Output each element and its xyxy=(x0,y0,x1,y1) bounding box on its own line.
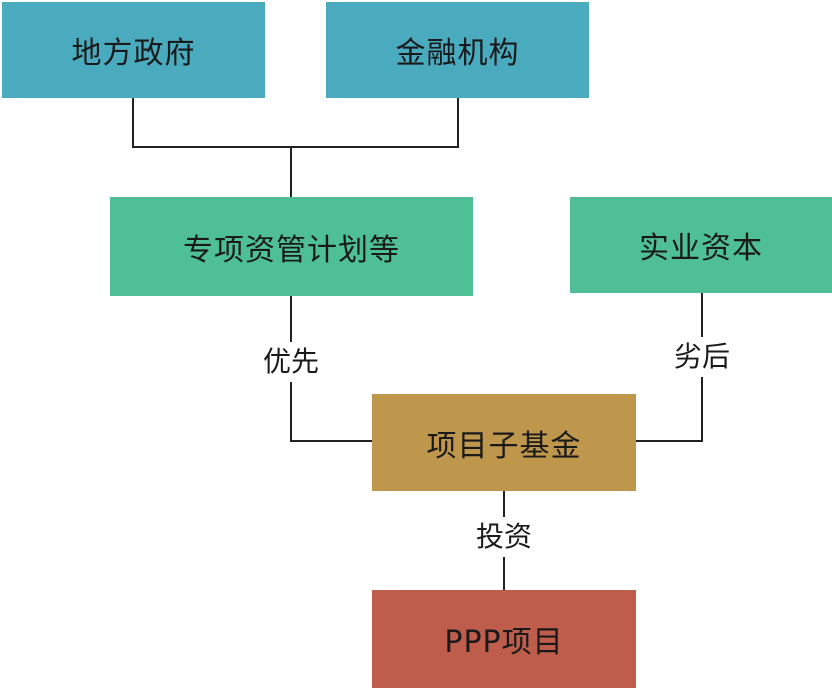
edge-label-subordinate: 劣后 xyxy=(665,337,739,377)
node-label: 项目子基金 xyxy=(426,428,582,464)
node-label: 金融机构 xyxy=(395,36,520,71)
node-project-sub-fund: 项目子基金 xyxy=(372,394,636,491)
node-label: 专项资管计划等 xyxy=(183,232,400,268)
edge-label-invest: 投资 xyxy=(467,517,541,557)
node-label: 地方政府 xyxy=(71,36,196,71)
link-local-gov xyxy=(132,98,459,148)
node-local-government: 地方政府 xyxy=(2,2,265,98)
edge-label-priority: 优先 xyxy=(254,342,328,382)
node-industrial-capital: 实业资本 xyxy=(570,197,832,293)
node-financial-institution: 金融机构 xyxy=(326,2,589,98)
node-label: 实业资本 xyxy=(639,231,763,266)
node-label: PPP项目 xyxy=(444,625,564,660)
node-ppp-project: PPP项目 xyxy=(372,590,636,688)
node-special-asset-plan: 专项资管计划等 xyxy=(110,197,473,296)
